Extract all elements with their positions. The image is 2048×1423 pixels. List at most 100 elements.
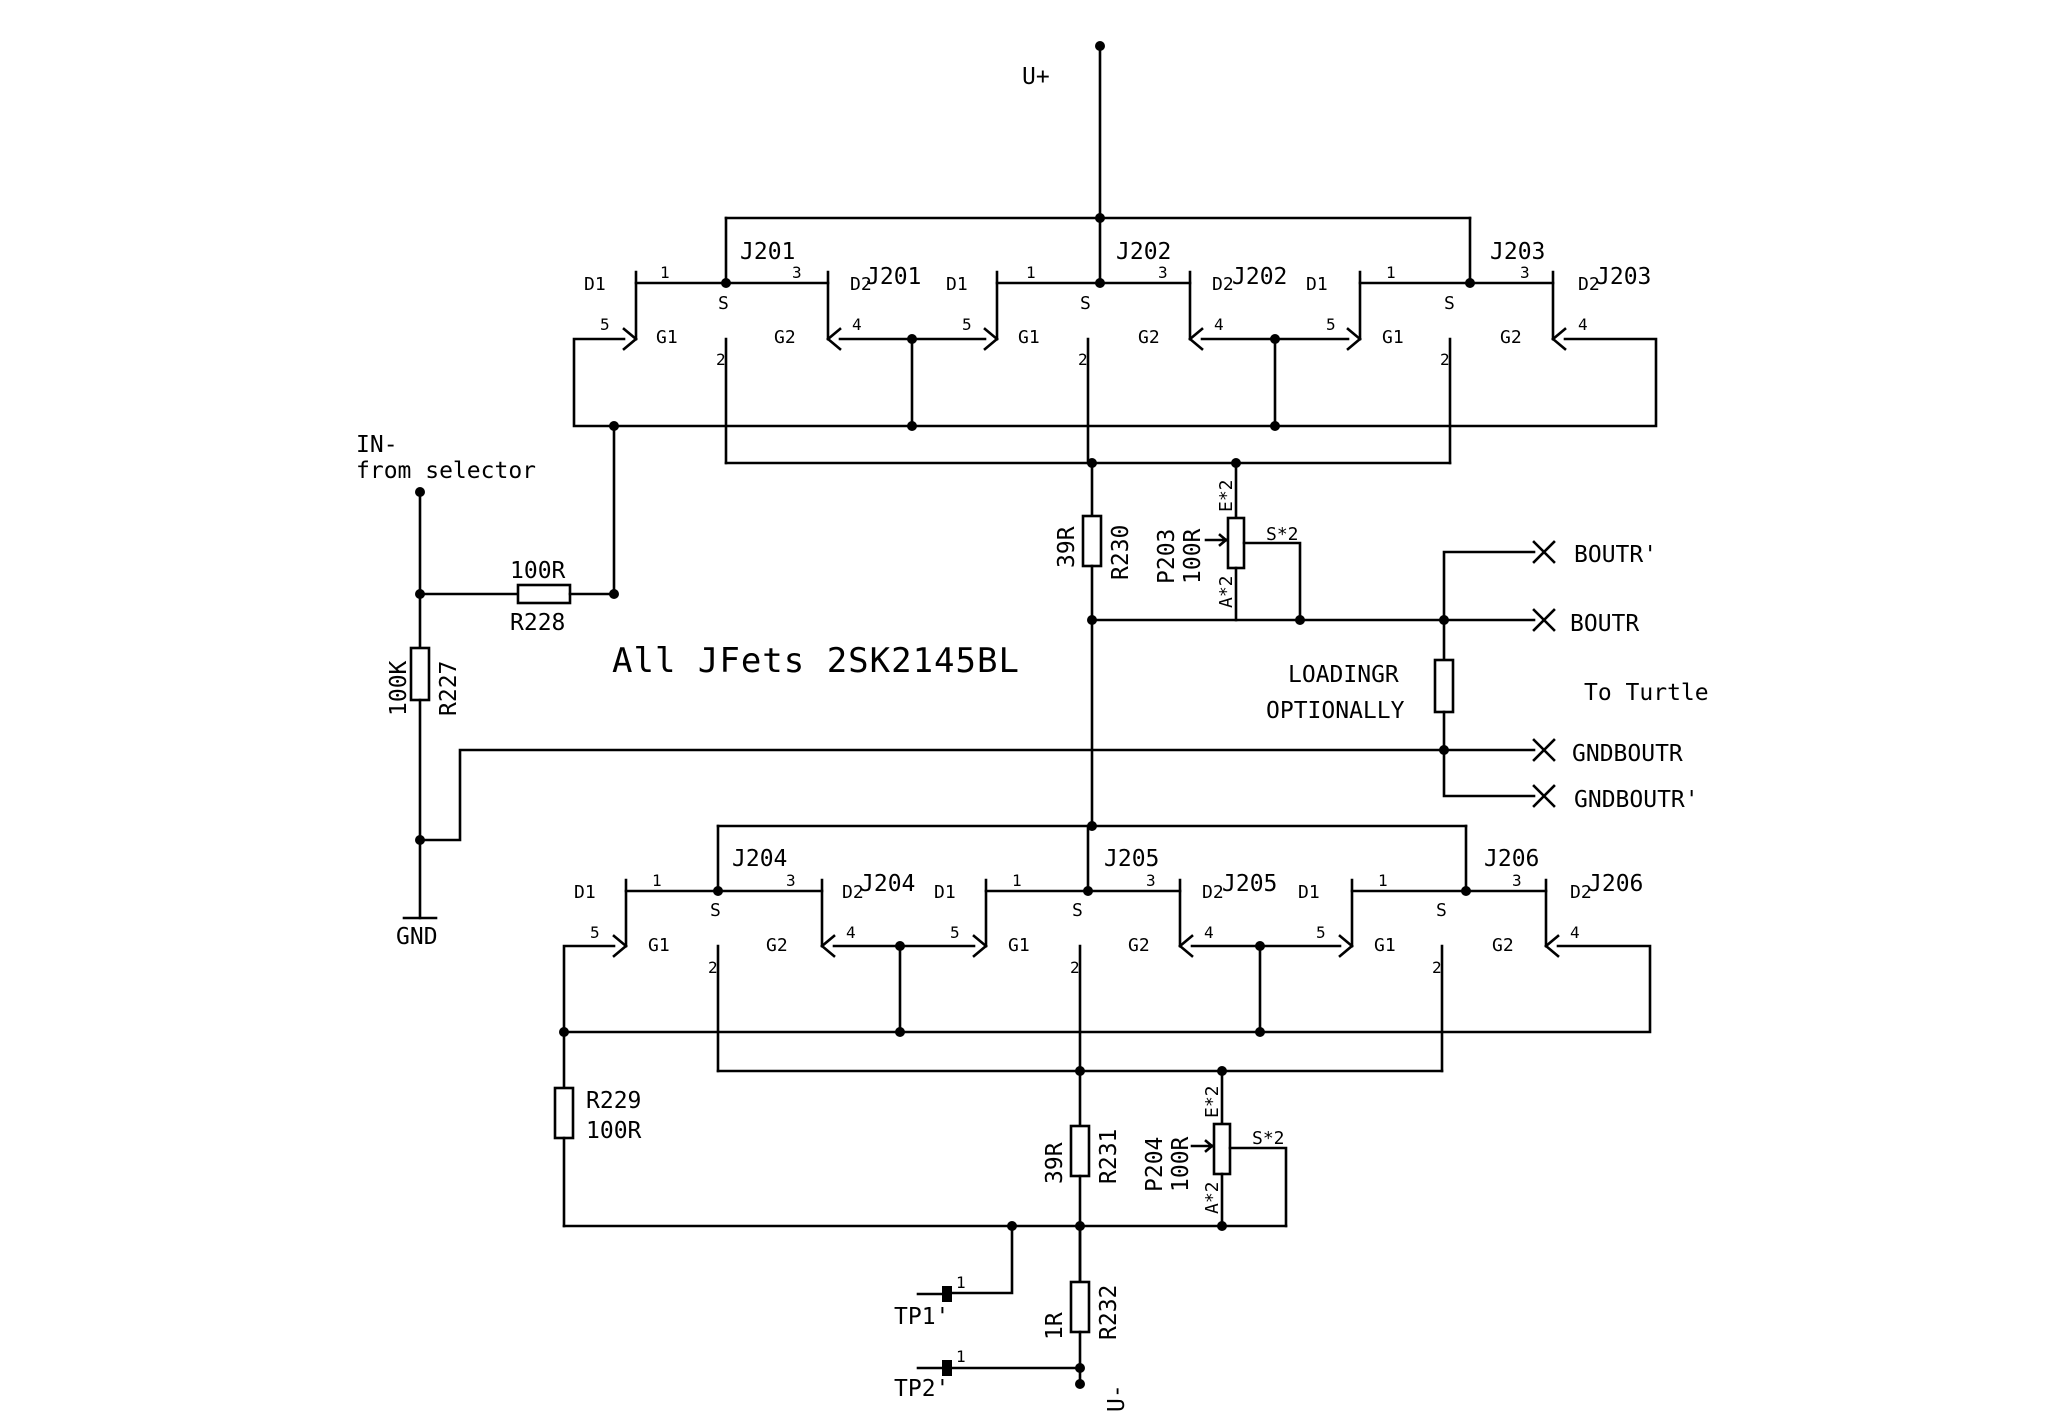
potentiometer-p204-value: 100R (1168, 1136, 1194, 1192)
jfet-j202-p5: 5 (962, 315, 972, 334)
jfet-j202: J202 J202 D1 D2 1 3 S 5 4 G1 G2 2 (946, 216, 1287, 465)
jfet-j204-d1: D1 (574, 882, 596, 903)
resistor-r228: 100R R228 (418, 424, 619, 636)
jfet-j206-d2: D2 (1570, 882, 1592, 903)
jfet-j202-s: S (1080, 293, 1091, 314)
jfet-j203-p3: 3 (1520, 263, 1530, 282)
jfet-j202-p4: 4 (1214, 315, 1224, 334)
resistor-r227: 100K R227 (386, 646, 462, 920)
resistor-r232: 1R R232 (1042, 1224, 1122, 1386)
jfet-j204-p2: 2 (708, 958, 718, 977)
input-label-line2: from selector (356, 458, 536, 484)
jfet-j206-ref: J206 (1484, 846, 1539, 872)
jfet-j201: J201 J201 D1 D2 1 3 S 5 4 G1 G2 2 (584, 216, 921, 465)
jfet-j201-g2: G2 (774, 327, 796, 348)
testpoint-tp2: 1 TP2' (894, 1347, 1085, 1402)
jfet-j203-p2: 2 (1440, 350, 1450, 369)
resistor-r227-ref: R227 (436, 661, 462, 716)
resistor-r228-ref: R228 (510, 610, 565, 636)
jfet-j202-p2: 2 (1078, 350, 1088, 369)
supply-positive-label: U+ (1022, 64, 1050, 90)
jfet-j205-g2: G2 (1128, 935, 1150, 956)
jfet-j206: J206 J206 D1 D2 1 3 S 5 4 G1 G2 2 (1298, 824, 1643, 1073)
jfet-j201-p2: 2 (716, 350, 726, 369)
jfet-j203: J203 J203 D1 D2 1 3 S 5 4 G1 G2 2 (1306, 216, 1651, 465)
jfet-j205-p1: 1 (1012, 871, 1022, 890)
potentiometer-p203-s: S*2 (1266, 524, 1299, 545)
jfet-j206-p2: 2 (1432, 958, 1442, 977)
jfet-j204-g2: G2 (766, 935, 788, 956)
potentiometer-p203-value: 100R (1180, 528, 1206, 584)
testpoint-tp1-label: TP1' (894, 1304, 949, 1330)
jfet-j202-d2: D2 (1212, 274, 1234, 295)
jfet-j205: J205 J205 D1 D2 1 3 S 5 4 G1 G2 2 (934, 824, 1277, 1073)
jfet-j201-p1: 1 (660, 263, 670, 282)
jfet-j201-ref: J201 (740, 239, 795, 265)
resistor-r232-ref: R232 (1096, 1285, 1122, 1340)
jfet-j204-p1: 1 (652, 871, 662, 890)
jfet-j201-p5: 5 (600, 315, 610, 334)
input-label-line1: IN- (356, 432, 398, 458)
potentiometer-p203-ref: P203 (1154, 529, 1180, 584)
to-turtle-label: To Turtle (1584, 680, 1709, 706)
resistor-r230-ref: R230 (1108, 525, 1134, 580)
jfet-j202-ref: J202 (1116, 239, 1171, 265)
resistor-r231-ref: R231 (1096, 1129, 1122, 1184)
jfet-j206-g1: G1 (1374, 935, 1396, 956)
output-boutr: BOUTR (1570, 611, 1639, 637)
jfet-j201-g1: G1 (656, 327, 678, 348)
jfet-j204-ref: J204 (732, 846, 787, 872)
jfet-j206-ref2: J206 (1588, 871, 1643, 897)
testpoint-tp1: 1 TP1' (894, 1224, 1014, 1330)
supply-negative-label: U- (1104, 1384, 1130, 1412)
jfet-j205-p5: 5 (950, 923, 960, 942)
potentiometer-p204-a: A*2 (1202, 1181, 1223, 1214)
jfet-note: All JFets 2SK2145BL (612, 641, 1020, 681)
jfet-j203-ref: J203 (1490, 239, 1545, 265)
jfet-j203-d2: D2 (1578, 274, 1600, 295)
jfet-j204-p3: 3 (786, 871, 796, 890)
jfet-j205-p3: 3 (1146, 871, 1156, 890)
resistor-r227-value: 100K (386, 660, 412, 716)
jfet-j205-d1: D1 (934, 882, 956, 903)
resistor-r229-value: 100R (586, 1118, 642, 1144)
output-gndboutr-prime: GNDBOUTR' (1574, 787, 1699, 813)
jfet-j203-p1: 1 (1386, 263, 1396, 282)
jfet-j203-g1: G1 (1382, 327, 1404, 348)
jfet-j201-s: S (718, 293, 729, 314)
loading-line1: LOADINGR (1288, 662, 1399, 688)
jfet-j201-d1: D1 (584, 274, 606, 295)
jfet-j203-d1: D1 (1306, 274, 1328, 295)
resistor-r231: 39R R231 (1042, 1069, 1122, 1284)
output-gndboutr: GNDBOUTR (1572, 741, 1683, 767)
resistor-r229-ref: R229 (586, 1088, 641, 1114)
jfet-j205-s: S (1072, 900, 1083, 921)
jfet-j201-ref2: J201 (866, 264, 921, 290)
gnd-label: GND (396, 924, 438, 950)
jfet-j202-d1: D1 (946, 274, 968, 295)
resistor-r229: R229 100R (553, 1030, 642, 1228)
jfet-j202-p1: 1 (1026, 263, 1036, 282)
jfet-j205-ref2: J205 (1222, 871, 1277, 897)
jfet-j201-p3: 3 (792, 263, 802, 282)
jfet-j203-p5: 5 (1326, 315, 1336, 334)
jfet-j205-p2: 2 (1070, 958, 1080, 977)
resistor-r231-value: 39R (1042, 1142, 1068, 1184)
potentiometer-p204: P204 100R E*2 A*2 S*2 (1142, 1069, 1288, 1228)
loading-line2: OPTIONALLY (1266, 698, 1405, 724)
jfet-j203-g2: G2 (1500, 327, 1522, 348)
jfet-j205-g1: G1 (1008, 935, 1030, 956)
jfet-j201-p4: 4 (852, 315, 862, 334)
jfet-j203-s: S (1444, 293, 1455, 314)
potentiometer-p204-s: S*2 (1252, 1128, 1285, 1149)
potentiometer-p203-a: A*2 (1216, 575, 1237, 608)
jfet-j202-g1: G1 (1018, 327, 1040, 348)
jfet-j206-g2: G2 (1492, 935, 1514, 956)
jfet-j204-p4: 4 (846, 923, 856, 942)
potentiometer-p203: P203 100R E*2 A*2 S*2 (1154, 461, 1302, 622)
resistor-r232-value: 1R (1042, 1312, 1068, 1340)
jfet-j206-d1: D1 (1298, 882, 1320, 903)
resistor-r230: 39R R230 (1054, 461, 1134, 622)
jfet-j204-p5: 5 (590, 923, 600, 942)
